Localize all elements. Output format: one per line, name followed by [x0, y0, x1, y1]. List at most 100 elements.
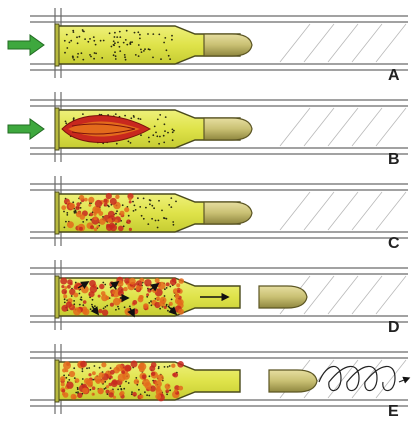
powder-grain	[134, 205, 136, 207]
powder-grain	[111, 46, 113, 48]
powder-grain	[82, 378, 84, 380]
burning-powder	[174, 389, 177, 392]
burning-powder	[166, 282, 170, 286]
powder-grain	[135, 54, 137, 56]
powder-grain	[137, 31, 139, 33]
burning-powder	[74, 293, 79, 298]
powder-grain	[87, 41, 89, 43]
burning-powder	[111, 294, 114, 297]
panel-label-d: D	[388, 319, 400, 336]
powder-grain	[88, 367, 90, 369]
burning-powder	[120, 211, 125, 216]
powder-grain	[65, 221, 67, 223]
powder-grain	[115, 113, 117, 115]
burning-powder	[142, 374, 147, 379]
powder-grain	[135, 377, 137, 379]
burning-powder	[139, 395, 143, 399]
powder-grain	[114, 32, 116, 34]
burning-powder	[80, 361, 87, 368]
powder-grain	[167, 310, 169, 312]
powder-grain	[73, 300, 75, 302]
burning-powder	[140, 295, 144, 299]
burning-powder	[158, 282, 166, 290]
casing-rim	[55, 24, 59, 66]
burning-powder	[84, 198, 88, 202]
powder-grain	[95, 44, 97, 46]
powder-grain	[123, 388, 125, 390]
powder-grain	[169, 365, 171, 367]
burning-powder	[129, 228, 132, 231]
powder-grain	[172, 221, 174, 223]
powder-grain	[69, 42, 71, 44]
burning-powder	[116, 364, 123, 371]
burning-powder	[128, 197, 131, 200]
burning-powder	[67, 221, 74, 228]
powder-grain	[77, 53, 79, 55]
burning-powder	[88, 204, 91, 207]
powder-grain	[140, 49, 142, 51]
powder-grain	[159, 136, 161, 138]
powder-grain	[127, 141, 129, 143]
powder-grain	[167, 132, 169, 134]
powder-grain	[100, 40, 102, 42]
powder-grain	[144, 391, 146, 393]
powder-grain	[113, 40, 115, 42]
powder-grain	[167, 366, 169, 368]
powder-grain	[117, 389, 119, 391]
powder-grain	[77, 42, 79, 44]
powder-grain	[158, 368, 160, 370]
burning-powder	[124, 207, 129, 212]
powder-grain	[106, 305, 108, 307]
powder-grain	[93, 40, 95, 42]
powder-grain	[130, 43, 132, 45]
burning-powder	[92, 393, 95, 396]
burning-powder	[151, 372, 155, 376]
burning-powder	[106, 385, 109, 388]
burning-powder	[75, 206, 80, 211]
powder-grain	[169, 286, 171, 288]
powder-grain	[118, 308, 120, 310]
powder-grain	[163, 217, 165, 219]
green-arrow-icon	[8, 119, 44, 139]
powder-grain	[124, 54, 126, 56]
burning-powder	[94, 228, 98, 232]
burning-powder	[148, 387, 151, 390]
burning-powder	[73, 307, 81, 315]
powder-grain	[90, 56, 92, 58]
burning-powder	[75, 378, 80, 383]
powder-grain	[143, 198, 145, 200]
burning-powder	[61, 205, 66, 210]
powder-grain	[64, 227, 66, 229]
powder-grain	[144, 48, 146, 50]
powder-grain	[170, 197, 172, 199]
rifling-groove	[280, 24, 310, 62]
rifling-groove	[328, 108, 358, 146]
powder-grain	[73, 59, 75, 61]
powder-grain	[128, 215, 130, 217]
powder-grain	[146, 394, 148, 396]
casing-rim	[55, 360, 59, 402]
burning-powder	[131, 361, 138, 368]
powder-grain	[115, 58, 117, 60]
powder-grain	[89, 38, 91, 40]
powder-grain	[172, 131, 174, 133]
burning-powder	[110, 198, 117, 205]
burning-powder	[171, 364, 175, 368]
burning-powder	[79, 227, 83, 231]
powder-grain	[80, 296, 82, 298]
powder-grain	[119, 36, 121, 38]
powder-grain	[169, 389, 171, 391]
powder-grain	[79, 293, 81, 295]
powder-grain	[86, 219, 88, 221]
powder-grain	[158, 200, 160, 202]
burning-powder	[99, 284, 104, 289]
burning-powder	[165, 384, 171, 390]
powder-grain	[139, 206, 141, 208]
powder-grain	[133, 210, 135, 212]
powder-grain	[129, 306, 131, 308]
burning-powder	[60, 376, 65, 381]
powder-grain	[70, 40, 72, 42]
burning-powder	[164, 306, 167, 309]
panel-label-c: C	[388, 235, 400, 252]
